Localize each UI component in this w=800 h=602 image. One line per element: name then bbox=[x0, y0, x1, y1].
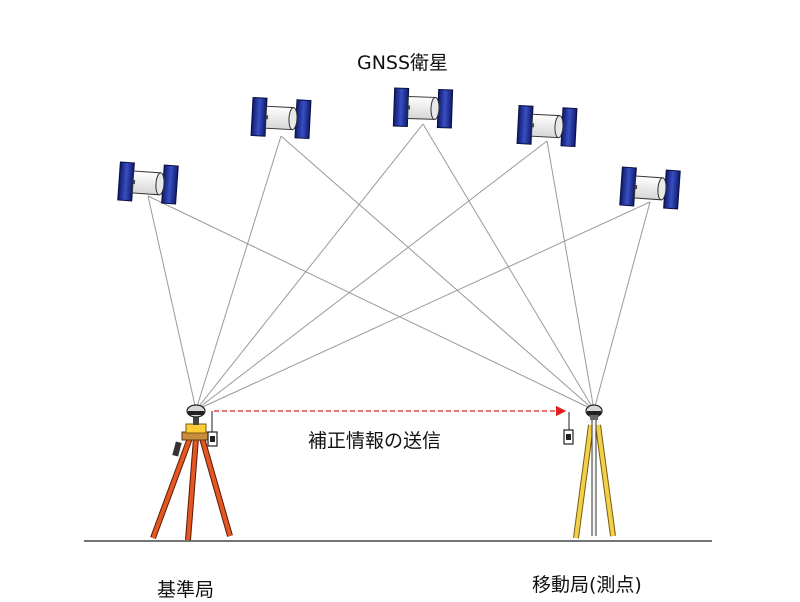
signal-line bbox=[422, 123, 595, 411]
rover-station bbox=[563, 404, 616, 539]
signal-line bbox=[195, 123, 424, 411]
tripod-leg bbox=[574, 424, 593, 539]
signal-line bbox=[195, 201, 651, 411]
signal-line bbox=[147, 195, 197, 411]
signal-line bbox=[280, 135, 595, 411]
rover-station-label: 移動局(測点) bbox=[532, 574, 642, 596]
solar-panel bbox=[161, 164, 179, 205]
tribrach bbox=[185, 423, 207, 434]
satellite-icon bbox=[619, 166, 681, 210]
base-station-label: 基準局 bbox=[157, 579, 215, 601]
correction-link-label: 補正情報の送信 bbox=[308, 430, 442, 452]
solar-panel bbox=[392, 87, 410, 127]
satellite-icon bbox=[392, 87, 454, 129]
tripod-leg bbox=[186, 437, 198, 541]
tripod-leg bbox=[596, 424, 615, 537]
solar-panel bbox=[250, 96, 268, 137]
signal-line bbox=[147, 195, 595, 411]
satellite-icon bbox=[250, 96, 312, 140]
tripod-leg bbox=[200, 437, 232, 537]
solar-panel bbox=[436, 89, 454, 129]
satellite-icon bbox=[516, 104, 578, 148]
solar-panel bbox=[516, 104, 534, 145]
antenna-pole bbox=[193, 412, 199, 425]
signal-line bbox=[195, 140, 548, 411]
solar-panel bbox=[663, 169, 681, 210]
tripod-leg bbox=[151, 437, 192, 539]
solar-panel bbox=[560, 107, 578, 148]
solar-panel bbox=[117, 161, 135, 202]
base-station bbox=[150, 404, 233, 541]
receiver-box bbox=[172, 441, 182, 457]
signal-lines bbox=[147, 123, 651, 411]
signal-line bbox=[546, 140, 595, 411]
signal-line bbox=[593, 201, 651, 411]
signal-line bbox=[195, 135, 282, 411]
satellites-title: GNSS衛星 bbox=[357, 52, 449, 74]
satellite-icon bbox=[117, 161, 179, 205]
satellites bbox=[117, 87, 681, 210]
solar-panel bbox=[619, 166, 637, 207]
